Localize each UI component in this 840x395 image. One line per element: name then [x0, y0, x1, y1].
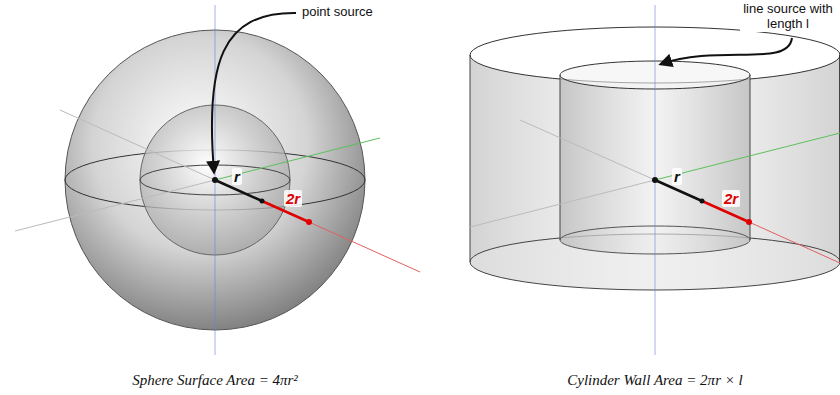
- radius-label: 2r: [284, 190, 302, 207]
- callout-label: line source with length l: [740, 2, 836, 32]
- outer-cylinder-wall: [470, 55, 471, 262]
- center-dot: [652, 177, 658, 183]
- radius-label: 2r: [722, 190, 740, 207]
- y-axis: [15, 180, 215, 231]
- y-axis: [470, 180, 655, 227]
- point-source-dot: [212, 177, 218, 183]
- x-axis: [309, 222, 420, 272]
- sphere-figure: [15, 5, 420, 355]
- x-axis: [520, 120, 655, 180]
- y-axis: [655, 133, 840, 180]
- inner-cylinder-wall: [560, 75, 561, 240]
- radius-label: r: [232, 168, 242, 185]
- formula-caption: Cylinder Wall Area = 2πr × l: [567, 372, 743, 389]
- formula-caption: Sphere Surface Area = 4πr²: [132, 372, 298, 389]
- leader-arrow: [212, 13, 296, 172]
- radius-tick: [746, 219, 752, 225]
- cylinder-figure: [470, 5, 840, 355]
- leader-arrow: [661, 38, 792, 64]
- outer-cylinder-wall: [839, 55, 840, 262]
- radius-tick: [260, 199, 265, 204]
- x-axis: [60, 110, 215, 180]
- inner-cylinder-wall: [750, 75, 751, 240]
- radius-tick: [306, 219, 312, 225]
- radius-tick: [700, 199, 705, 204]
- callout-label: point source: [300, 5, 375, 20]
- radius-label: r: [672, 168, 682, 185]
- x-axis: [749, 222, 840, 263]
